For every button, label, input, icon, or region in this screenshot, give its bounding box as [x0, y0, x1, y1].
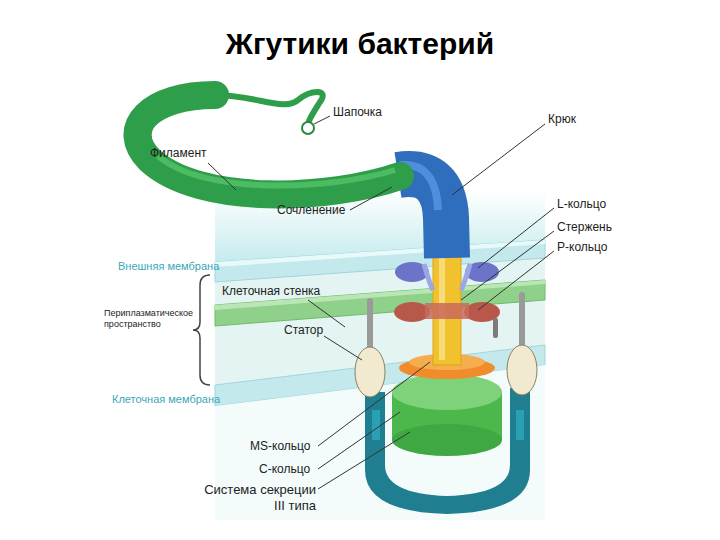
part-label: Филамент — [150, 146, 207, 160]
leader-line — [461, 231, 554, 300]
leader-line — [324, 336, 362, 360]
part-label: Система секреции III типа — [192, 482, 316, 513]
leader-line — [350, 187, 392, 210]
part-label: Периплазматическое пространство — [104, 308, 202, 330]
filament — [137, 95, 400, 194]
stator-pin — [493, 318, 498, 338]
part-label: Клеточная мембрана — [112, 393, 220, 406]
l-ring — [424, 264, 433, 290]
filament-tip — [215, 92, 323, 121]
leader-line — [452, 124, 545, 195]
leader-line — [318, 412, 400, 469]
l-ring — [461, 264, 470, 290]
part-label: Внешняя мембрана — [118, 260, 219, 273]
diagram-title: Жгутики бактерий — [0, 26, 720, 62]
stator — [507, 345, 537, 395]
part-label: Клеточная стенка — [222, 284, 320, 298]
stator-pin — [367, 298, 373, 350]
secretion-detail — [372, 410, 380, 440]
part-label: C-кольцо — [259, 462, 310, 476]
part-label: P-кольцо — [557, 240, 607, 254]
part-label: Крюк — [548, 112, 576, 126]
leader-line — [308, 300, 345, 327]
part-label: MS-кольцо — [250, 439, 310, 453]
bracket — [193, 275, 210, 385]
leader-line — [314, 116, 330, 124]
secretion-detail — [516, 410, 524, 440]
part-label: Шапочка — [333, 105, 382, 119]
c-ring-bottom — [392, 424, 502, 456]
c-ring-top — [392, 374, 502, 410]
p-ring — [394, 302, 430, 322]
leader-line — [318, 432, 410, 489]
p-ring — [425, 303, 469, 319]
outer-membrane-top — [215, 240, 545, 267]
leader-line — [208, 163, 236, 190]
filament-highlight — [158, 156, 395, 186]
stator-pin — [519, 292, 525, 347]
leader-line — [318, 362, 430, 446]
outer-membrane — [215, 240, 545, 282]
part-label: Сочленение — [277, 203, 345, 217]
part-label: Стержень — [557, 220, 612, 234]
leader-line — [478, 251, 554, 310]
part-label: L-кольцо — [557, 197, 606, 211]
leader-lines — [208, 116, 554, 489]
stator — [355, 347, 385, 397]
part-label: Статор — [284, 323, 323, 337]
cap — [302, 122, 314, 134]
